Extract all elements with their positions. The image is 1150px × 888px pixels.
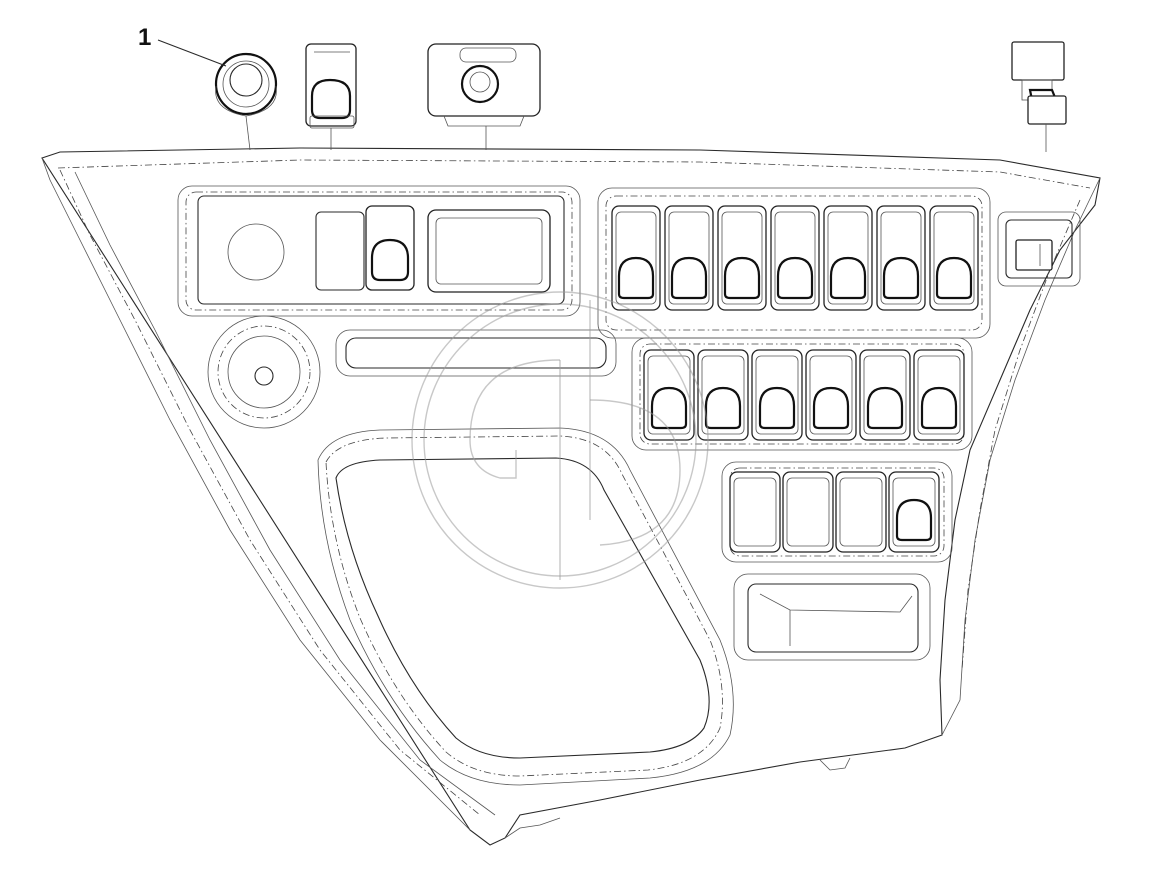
small-toggle-switch: [1015, 239, 1053, 271]
exploded-relay-part: [1011, 41, 1067, 152]
switch-buttons: [611, 205, 979, 553]
display-window: [427, 209, 551, 293]
switch-upper-7: [929, 205, 979, 311]
upper-left-module: [177, 185, 581, 317]
knob-socket: [227, 223, 285, 281]
callout-label-1: 1: [138, 24, 152, 51]
switch-upper-4: [770, 205, 820, 311]
exploded-display-part: [427, 43, 541, 150]
switch-lower-2: [782, 471, 834, 553]
switch-middle-5: [859, 349, 911, 441]
switch-middle-3: [751, 349, 803, 441]
card-slot: [335, 329, 617, 377]
switch-lower-4: [888, 471, 940, 553]
exploded-rocker-part: [305, 43, 357, 150]
right-switch-module: [997, 211, 1081, 287]
switch-upper-1: [611, 205, 661, 311]
switch-middle-4: [805, 349, 857, 441]
lower-pocket: [733, 573, 931, 661]
switch-lower-1: [729, 471, 781, 553]
switch-upper-3: [717, 205, 767, 311]
exploded-knob-part: [214, 52, 278, 151]
switch-upper-2: [664, 205, 714, 311]
switch-lower-3: [835, 471, 887, 553]
switch-middle-6: [913, 349, 965, 441]
switch-bank-middle: [631, 337, 973, 451]
switch-upper-5: [823, 205, 873, 311]
callout-1-leader: [157, 39, 227, 67]
switch-upper-6: [876, 205, 926, 311]
watermark-logo: [411, 291, 709, 589]
rotary-socket: [207, 315, 321, 429]
switch-slot-blank: [315, 211, 365, 291]
storage-tray: [317, 427, 734, 786]
switch-middle-2: [697, 349, 749, 441]
